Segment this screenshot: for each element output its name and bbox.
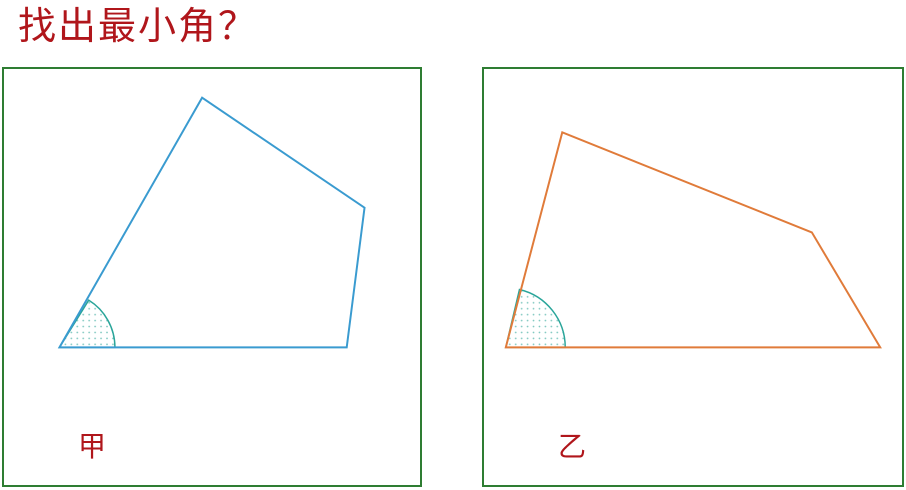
panel-label-jia: 甲 [78, 430, 107, 463]
angle-marker-jia [58, 299, 116, 349]
angle-marker-yi [504, 288, 566, 349]
panel-jia: 甲 [2, 67, 422, 487]
pentagon-outline-jia [57, 96, 366, 349]
page-title: 找出最小角？ [18, 4, 259, 48]
diagram-yi [504, 131, 882, 349]
panel-label-yi: 乙 [558, 430, 587, 463]
panel-yi: 乙 [482, 67, 904, 487]
diagram-jia [57, 96, 366, 349]
quadrilateral-outline-yi [504, 131, 882, 349]
